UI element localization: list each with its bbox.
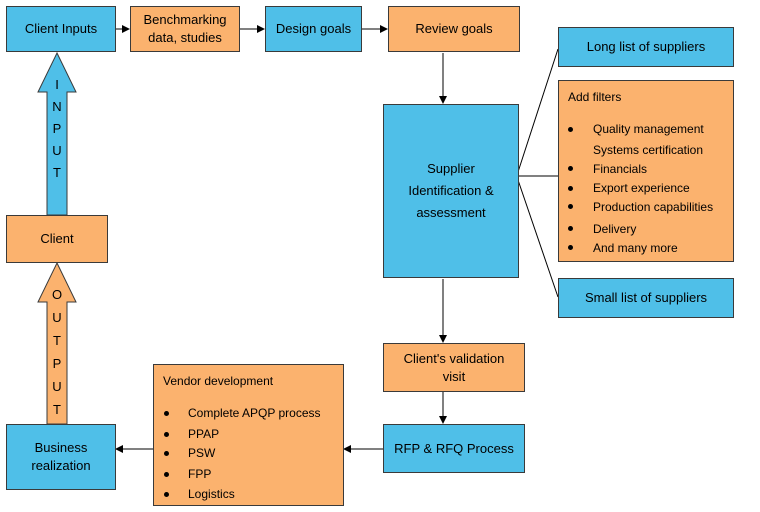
vendor-item: Logistics xyxy=(188,487,235,501)
client-node: Client xyxy=(6,215,108,263)
filter-item: Financials xyxy=(593,162,648,176)
filter-item: Delivery xyxy=(593,222,637,236)
filter-item: Production capabilities xyxy=(593,200,714,214)
bullet xyxy=(568,204,573,209)
input-letter: T xyxy=(53,165,61,180)
filter-item: And many more xyxy=(593,241,678,255)
filters-heading: Add filters xyxy=(568,90,622,104)
review-goals-node: Review goals xyxy=(388,6,520,52)
vendor-item: PPAP xyxy=(188,427,220,441)
bullet xyxy=(164,451,169,456)
bullet xyxy=(164,472,169,477)
bullet xyxy=(164,411,169,416)
output-letter: O xyxy=(51,287,63,302)
design-goals-node: Design goals xyxy=(265,6,362,52)
input-letter: I xyxy=(55,77,59,92)
filters-panel: Add filters Quality management Systems c… xyxy=(558,80,734,262)
filter-item: Quality management xyxy=(593,122,704,136)
output-letter: U xyxy=(52,379,62,394)
rfp-rfq-node: RFP & RFQ Process xyxy=(383,424,525,473)
bullet xyxy=(568,127,573,132)
bullet xyxy=(568,166,573,171)
supplier-identification-node: Supplier Identification & assessment xyxy=(383,104,519,278)
filter-item: Export experience xyxy=(593,181,690,195)
filter-item: Systems certification xyxy=(593,143,704,157)
vendor-item: Complete APQP process xyxy=(188,406,321,420)
long-list-node: Long list of suppliers xyxy=(558,27,734,67)
output-letter: T xyxy=(53,402,61,417)
business-realization-node: Business realization xyxy=(6,424,116,490)
small-list-node: Small list of suppliers xyxy=(558,278,734,318)
output-letter: T xyxy=(53,333,61,348)
vendor-development-panel: Vendor development Complete APQP process… xyxy=(153,364,344,506)
bullet xyxy=(568,186,573,191)
vendor-heading: Vendor development xyxy=(163,374,274,388)
bullet xyxy=(568,245,573,250)
bullet xyxy=(568,226,573,231)
output-letter: P xyxy=(52,356,62,371)
input-letter: U xyxy=(52,143,62,158)
vendor-item: FPP xyxy=(188,467,212,481)
connector-supplier-to-long-list xyxy=(517,48,559,173)
input-letter: N xyxy=(52,99,62,114)
vendor-item: PSW xyxy=(188,446,216,460)
bullet xyxy=(164,492,169,497)
validation-visit-node: Client's validation visit xyxy=(383,343,525,392)
connector-supplier-to-small-list xyxy=(517,179,559,298)
benchmarking-node: Benchmarking data, studies xyxy=(130,6,240,52)
client-inputs-node: Client Inputs xyxy=(6,6,116,52)
bullet xyxy=(164,432,169,437)
input-letter: P xyxy=(52,121,62,136)
output-letter: U xyxy=(52,310,62,325)
